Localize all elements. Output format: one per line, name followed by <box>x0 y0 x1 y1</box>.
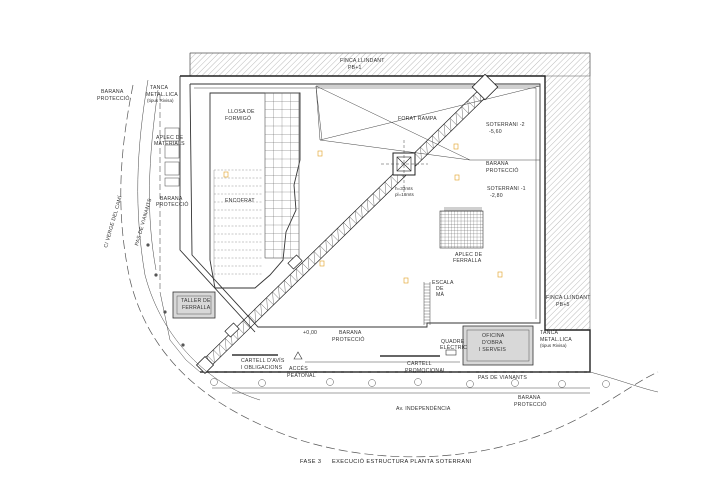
rebar-storage-mesh <box>439 210 484 249</box>
label-escala-1: ESCALA <box>432 280 454 286</box>
label-taller-1: TALLER DE <box>181 298 211 304</box>
label-aplec-materials-2: MATERIALS <box>154 141 185 147</box>
label-barana-br-2: PROTECCIÓ <box>514 401 547 408</box>
rebar-bars <box>444 207 482 211</box>
label-oficina-1: OFICINA <box>482 333 505 339</box>
tower-crane <box>195 73 499 375</box>
label-pas-vianants-bottom: PAS DE VIANANTS <box>478 375 527 381</box>
street-edges <box>120 79 659 458</box>
label-acces-2: PEATONAL <box>287 373 316 379</box>
label-crane-height: h=33mts <box>395 186 413 191</box>
label-cartell-avis-2: I OBLIGACIONS <box>241 365 283 371</box>
label-barana-mid-2: PROTECCIÓ <box>486 167 519 174</box>
label-fase-title: EXECUCIÓ ESTRUCTURA PLANTA SOTERRANI <box>332 458 472 465</box>
label-taller-2: FERRALLA <box>182 305 211 311</box>
label-aplec-ferralla-2: FERRALLA <box>453 258 482 264</box>
label-street-bottom: Av. INDEPENDÈNCIA <box>396 405 451 412</box>
slab-grid <box>264 92 300 259</box>
label-soterrani-2-1: SOTERRANI -2 <box>486 122 525 128</box>
label-quadre-2: ELÈCTRIC <box>440 344 467 351</box>
railings <box>159 75 590 373</box>
label-cartell-promo-2: PROMOCIONAL <box>405 368 446 374</box>
material-stack <box>164 127 180 187</box>
labels: FINCA LLINDANT PB+1 FINCA LLINDANT PB+5 … <box>97 58 591 465</box>
label-cartell-promo-1: CARTELL <box>407 361 432 367</box>
label-cartell-avis-1: CARTELL D'AVÍS <box>241 357 285 364</box>
label-llosa-1: LLOSA DE <box>228 109 255 115</box>
label-fase: FASE 3 <box>300 459 321 465</box>
pedestrian-access-symbol <box>293 351 303 360</box>
site-office <box>462 325 534 366</box>
label-soterrani-1-2: -2,80 <box>490 193 503 199</box>
label-tanca-left-1: TANCA <box>150 85 169 91</box>
label-barana-far-left-2: PROTECCIÓ <box>97 95 130 102</box>
label-finca-top-sub: PB+1 <box>348 65 362 71</box>
label-forat-rampa: FORAT RAMPA <box>398 116 437 122</box>
label-barana-left-1: BARANA <box>160 196 183 202</box>
label-aplec-materials-1: APLEC DE <box>156 135 184 141</box>
label-street-left: C/ VERGE DEL CAMÍ <box>102 194 124 248</box>
label-tanca-right-2: METAL.LICA <box>540 337 572 343</box>
label-tanca-right-3: (tipus Rivisa) <box>540 343 567 348</box>
label-level-000: +0,00 <box>303 330 317 336</box>
formwork-lines <box>213 169 262 285</box>
label-pas-vianants-left: PAS DE VIANANTS <box>134 197 153 246</box>
label-aplec-ferralla-1: APLEC DE <box>455 252 483 258</box>
label-barana-br-1: BARANA <box>518 395 541 401</box>
label-soterrani-1-1: SOTERRANI -1 <box>487 186 526 192</box>
site-markers <box>223 143 503 284</box>
label-tanca-right-1: TANCA <box>540 330 559 336</box>
label-quadre-1: QUADRE <box>441 339 465 345</box>
slab-edge <box>209 92 301 289</box>
ramp-opening <box>315 85 541 161</box>
label-oficina-3: I SERVEIS <box>479 347 506 353</box>
label-encofrat: ENCOFRAT <box>225 198 255 204</box>
label-tanca-left-2: METAL.LICA <box>146 92 178 98</box>
label-oficina-2: D'OBRA <box>482 340 503 346</box>
label-acces-1: ACCÉS <box>289 365 308 372</box>
label-crane-jib: pl=18mts <box>395 192 414 197</box>
rebar-workshop <box>172 291 216 319</box>
label-finca-right-sub: PB+5 <box>556 302 570 308</box>
label-barana-left-2: PROTECCIÓ <box>156 201 189 208</box>
label-tanca-left-3: (tipus Rivisa) <box>147 98 174 103</box>
label-escala-3: MÀ <box>436 291 445 298</box>
label-barana-bottom-2: PROTECCIÓ <box>332 336 365 343</box>
label-finca-top: FINCA LLINDANT <box>340 58 385 64</box>
label-escala-2: DE <box>436 286 444 292</box>
street-trees <box>146 243 610 388</box>
electrical-panel-box <box>445 349 457 356</box>
label-llosa-2: FORMIGÓ <box>225 115 251 122</box>
hand-ladder <box>423 282 431 325</box>
label-finca-right: FINCA LLINDANT <box>546 295 591 301</box>
label-barana-far-left-1: BARANA <box>101 89 124 95</box>
label-soterrani-2-2: -5,60 <box>489 129 502 135</box>
label-barana-mid-1: BARANA <box>486 161 509 167</box>
label-barana-bottom-1: BARANA <box>339 330 362 336</box>
